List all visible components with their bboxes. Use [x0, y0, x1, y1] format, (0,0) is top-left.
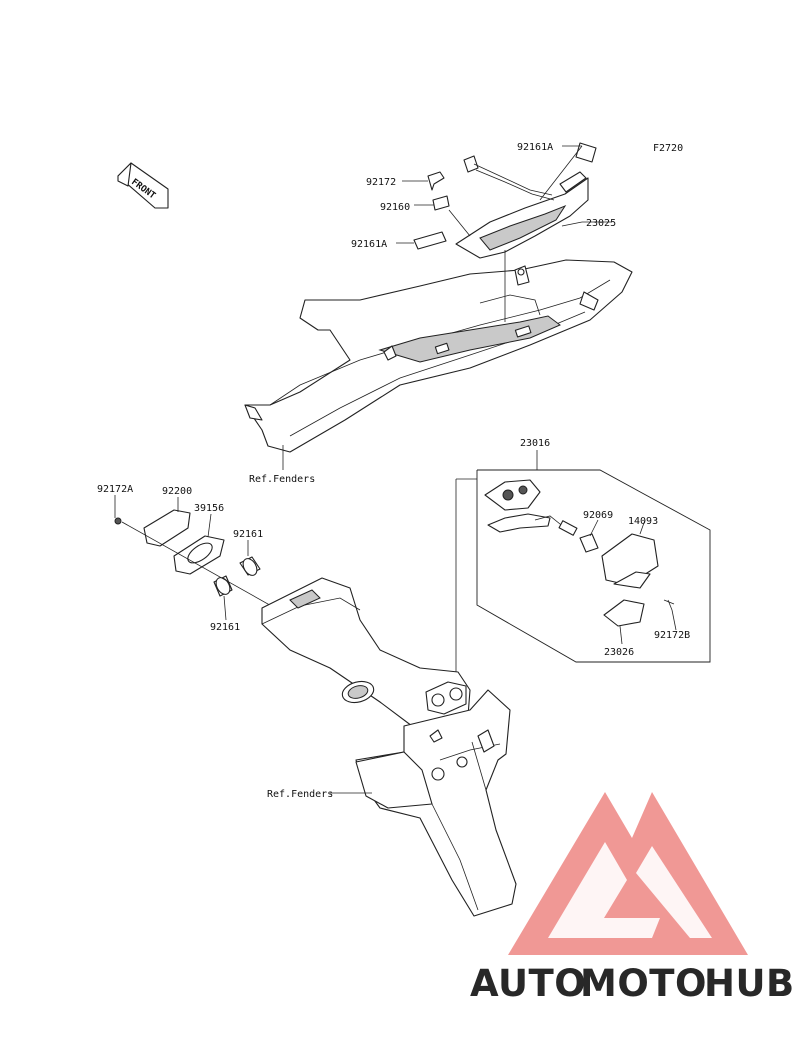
- label-92069: 92069: [583, 510, 613, 521]
- front-arrow-icon: FRONT: [117, 162, 169, 209]
- label-92161-lower: 92161: [210, 622, 240, 633]
- label-ref-fenders-lower: Ref.Fenders: [267, 789, 333, 800]
- label-39156: 39156: [194, 503, 224, 514]
- label-92160: 92160: [380, 202, 410, 213]
- upper-leader-lines: [282, 145, 612, 470]
- label-92172b: 92172B: [654, 630, 690, 641]
- label-23016: 23016: [520, 438, 550, 449]
- license-light-parts: [484, 479, 675, 627]
- reflector-parts: [114, 509, 261, 597]
- label-23025: 23025: [586, 218, 616, 229]
- logo-text-moto: MOTO: [580, 962, 707, 1005]
- lower-fender-assembly: [261, 577, 517, 917]
- assembly-box-23016: [455, 450, 711, 700]
- box-leader-lines: [589, 519, 677, 645]
- label-92161a-top: 92161A: [517, 142, 553, 153]
- upper-fender-assembly: [244, 259, 633, 453]
- diagram-code: F2720: [653, 143, 683, 154]
- label-92172a: 92172A: [97, 484, 133, 495]
- logo-text-hub: HUB: [704, 962, 795, 1005]
- taillight-assembly: [413, 142, 597, 259]
- label-92200: 92200: [162, 486, 192, 497]
- label-ref-fenders-upper: Ref.Fenders: [249, 474, 315, 485]
- label-14093: 14093: [628, 516, 658, 527]
- label-92161-upper: 92161: [233, 529, 263, 540]
- label-92172: 92172: [366, 177, 396, 188]
- logo-text-auto: AUTO: [470, 962, 586, 1005]
- label-23026: 23026: [604, 647, 634, 658]
- label-92161a-mid: 92161A: [351, 239, 387, 250]
- automotohub-logo: AUTO MOTO HUB: [470, 792, 795, 1005]
